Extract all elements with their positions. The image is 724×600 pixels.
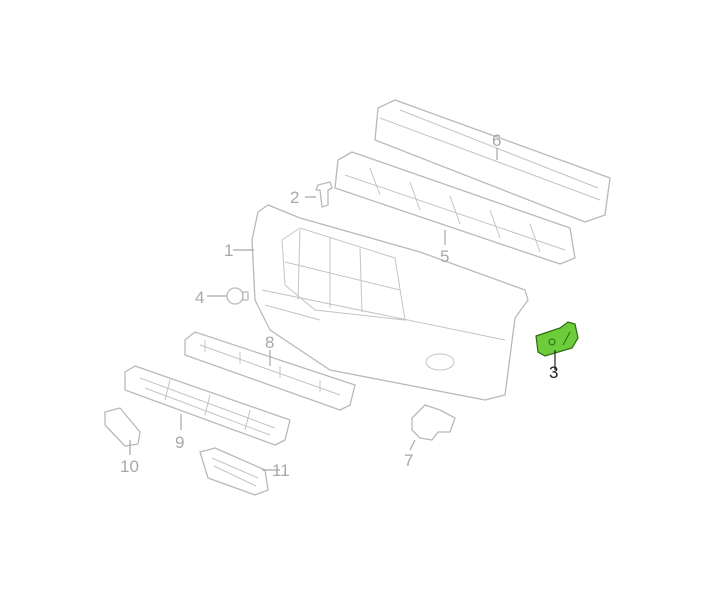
callout-1[interactable]: 1 bbox=[224, 241, 233, 260]
callout-3[interactable]: 3 bbox=[549, 363, 558, 382]
part-9-grille-lower[interactable] bbox=[124, 365, 291, 446]
callout-10[interactable]: 10 bbox=[120, 457, 139, 476]
callout-7[interactable]: 7 bbox=[404, 451, 413, 470]
callout-8[interactable]: 8 bbox=[265, 333, 274, 352]
callout-4[interactable]: 4 bbox=[195, 288, 204, 307]
callout-5[interactable]: 5 bbox=[440, 247, 449, 266]
part-4-retainer[interactable] bbox=[226, 287, 249, 305]
part-3-bracket[interactable] bbox=[535, 321, 579, 357]
part-8-grille-upper[interactable] bbox=[184, 331, 356, 411]
part-1-fascia[interactable] bbox=[251, 204, 529, 401]
callout-6[interactable]: 6 bbox=[492, 131, 501, 150]
part-6-reinforcement[interactable] bbox=[374, 99, 611, 223]
part-10-cover[interactable] bbox=[104, 407, 141, 447]
callout-11[interactable]: 11 bbox=[272, 461, 290, 480]
part-2-push-pin[interactable] bbox=[315, 181, 333, 208]
part-7-bracket[interactable] bbox=[411, 404, 456, 441]
callout-9[interactable]: 9 bbox=[175, 433, 184, 452]
part-5-absorber[interactable] bbox=[334, 151, 576, 265]
callout-2[interactable]: 2 bbox=[290, 188, 299, 207]
part-11-bezel[interactable] bbox=[199, 447, 269, 496]
